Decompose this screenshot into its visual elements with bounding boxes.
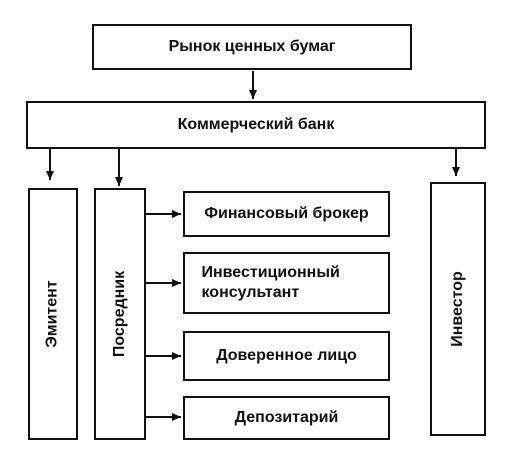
node-issuer: Эмитент: [28, 188, 78, 440]
node-securities-market: Рынок ценных бумаг: [92, 24, 412, 70]
node-role-depository-label: Депозитарий: [234, 409, 339, 426]
node-role-trustee: Доверенное лицо: [183, 331, 390, 381]
node-intermediary-label: Посредник: [111, 270, 129, 358]
node-investor-label: Инвестор: [449, 271, 467, 347]
node-role-financial-broker-label: Финансовый брокер: [204, 205, 369, 222]
node-role-depository: Депозитарий: [183, 396, 390, 440]
node-intermediary: Посредник: [94, 188, 146, 440]
node-role-investment-consultant: Инвестиционный консультант: [183, 252, 390, 314]
node-role-financial-broker: Финансовый брокер: [183, 191, 390, 237]
node-commercial-bank: Коммерческий банк: [26, 101, 486, 149]
node-role-trustee-label: Доверенное лицо: [216, 347, 357, 364]
node-role-investment-consultant-label: Инвестиционный консультант: [201, 264, 340, 301]
node-issuer-label: Эмитент: [44, 280, 62, 348]
node-securities-market-label: Рынок ценных бумаг: [168, 38, 336, 55]
node-investor: Инвестор: [430, 182, 486, 436]
node-commercial-bank-label: Коммерческий банк: [177, 116, 335, 133]
